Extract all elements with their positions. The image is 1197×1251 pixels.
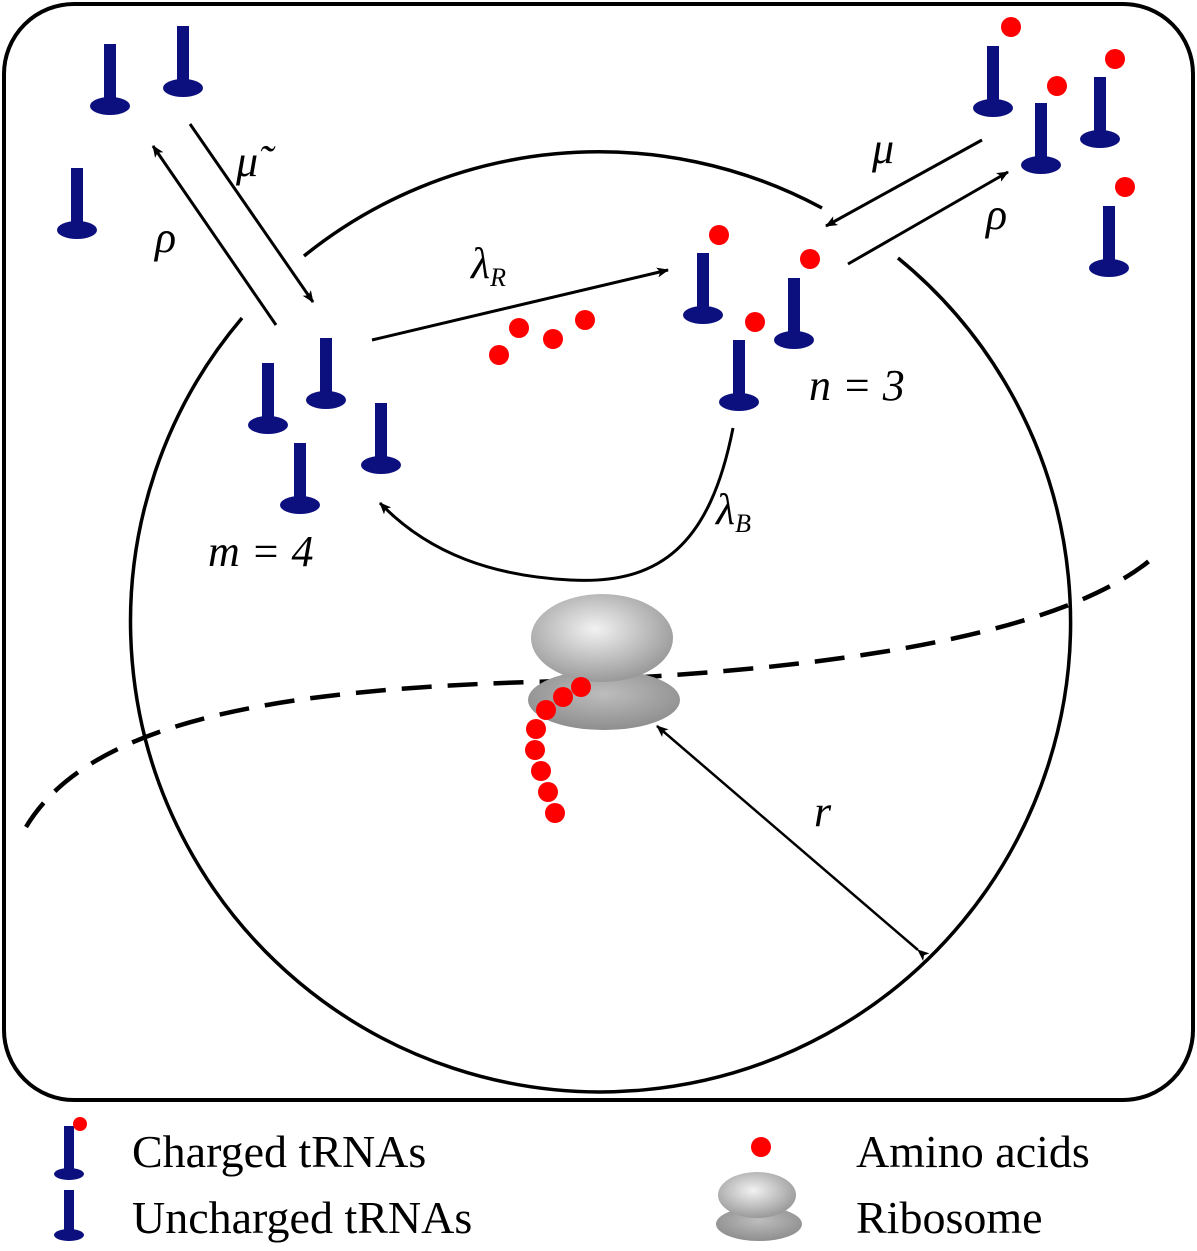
- arrow-mu: [825, 138, 983, 228]
- legend-uncharged-label: Uncharged tRNAs: [132, 1192, 472, 1243]
- free-amino-acids: [489, 310, 595, 365]
- arrow-mu-tilde: [188, 123, 315, 303]
- trna-uncharged-icon: [57, 168, 97, 239]
- trna-uncharged-icon: [248, 363, 288, 434]
- compartment-circle-lower: [128, 256, 1073, 1094]
- legend-amino-acids-label: Amino acids: [856, 1126, 1090, 1177]
- trna-charged-icon: [1021, 76, 1067, 174]
- trna-charged-icon: [973, 17, 1021, 117]
- legend-ribosome-icon: [716, 1172, 802, 1241]
- legend-charged-label: Charged tRNAs: [132, 1126, 426, 1177]
- nascent-peptide-chain: [525, 677, 591, 823]
- trna-charged-icon: [683, 225, 729, 324]
- subscript-r: R: [489, 263, 506, 292]
- trna-uncharged-icon: [90, 44, 130, 115]
- arrow-rho-right: [847, 170, 1009, 266]
- trna-charged-icon: [1089, 177, 1135, 277]
- trna-uncharged-icon: [306, 338, 346, 409]
- lambda-symbol: λ: [469, 239, 490, 288]
- arrow-lambda-b: [378, 427, 735, 582]
- compartment-circle: [302, 150, 823, 258]
- trna-uncharged-icon: [361, 403, 401, 474]
- legend-charged-trna-icon: [54, 1117, 87, 1180]
- arrow-rho-left: [151, 145, 278, 326]
- label-lambda-b: λB: [714, 485, 751, 538]
- label-rho-right: ρ: [984, 190, 1007, 239]
- arrow-lambda-r: [371, 267, 669, 342]
- label-m-count: m = 4: [208, 527, 313, 576]
- legend-ribosome-label: Ribosome: [856, 1192, 1043, 1243]
- label-mu-tilde: μ̃: [235, 137, 276, 186]
- lambda-symbol: λ: [714, 485, 735, 534]
- label-mu: μ: [871, 124, 894, 173]
- cell-boundary: [2, 2, 1195, 1102]
- label-radius: r: [814, 787, 832, 836]
- trna-uncharged-icon: [163, 26, 203, 97]
- legend: Charged tRNAs Uncharged tRNAs Amino acid…: [54, 1117, 1090, 1243]
- label-lambda-r: λR: [469, 239, 506, 292]
- trna-charged-icon: [719, 312, 765, 411]
- ribosome-icon: [528, 594, 680, 730]
- subscript-b: B: [735, 509, 751, 538]
- legend-amino-acid-icon: [751, 1137, 771, 1157]
- trna-charged-icon: [774, 249, 820, 349]
- label-n-count: n = 3: [809, 361, 905, 410]
- legend-uncharged-trna-icon: [54, 1190, 84, 1241]
- trna-uncharged-icon: [280, 443, 320, 514]
- radius-arrow: [656, 725, 930, 961]
- trna-charged-icon: [1080, 49, 1125, 148]
- label-rho-left: ρ: [153, 213, 176, 262]
